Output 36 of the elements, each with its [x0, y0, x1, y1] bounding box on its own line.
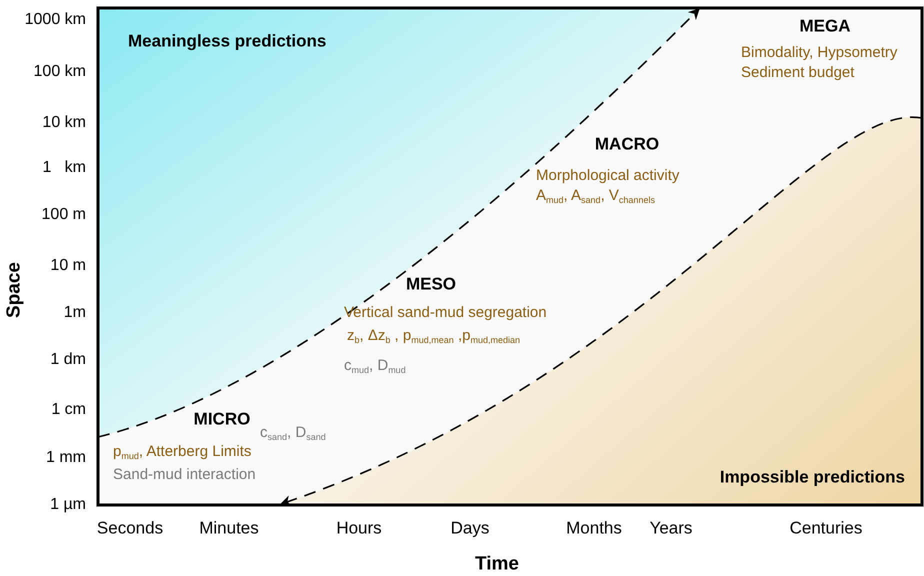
scale-heading: MESO	[406, 276, 456, 294]
axis-tick-label: 1m	[64, 304, 86, 322]
variable-text: p$_{mud}$, Atterberg Limits	[113, 444, 252, 462]
axis-tick-label: Months	[566, 520, 622, 538]
axis-tick-label: 1 km	[42, 159, 86, 177]
variable-text: z$_{b}$, Δz$_{b}$ , p$_{mud,mean}$ ,p$_{mud,median}$	[347, 328, 520, 346]
process-text: Bimodality, Hypsometry	[741, 44, 898, 62]
process-text: Sand-mud interaction	[113, 466, 256, 484]
axis-tick-label: 1 dm	[50, 351, 86, 369]
process-text: Morphological activity	[536, 168, 680, 184]
axis-tick-label: 1 cm	[51, 401, 86, 419]
axis-title: Time	[475, 554, 519, 576]
process-text: Vertical sand-mud segregation	[344, 304, 547, 322]
axis-tick-label: Centuries	[790, 520, 862, 538]
axis-tick-label: Seconds	[96, 520, 164, 538]
axis-tick-label: 100 km	[34, 63, 86, 81]
region-label: Impossible predictions	[720, 468, 905, 488]
axis-tick-label: 10 km	[42, 114, 86, 132]
axis-title: Space	[4, 262, 26, 318]
axis-tick-label: 1 mm	[46, 449, 86, 467]
scale-heading: MICRO	[194, 410, 250, 430]
axis-tick-label: 1 µm	[50, 496, 86, 514]
axis-tick-label: Years	[650, 520, 692, 538]
axis-tick-label: 1000 km	[24, 11, 86, 29]
axis-tick-label: Hours	[336, 520, 382, 538]
region-label: Meaningless predictions	[128, 32, 326, 52]
scale-heading: MACRO	[594, 136, 660, 154]
variable-text: c$_{mud}$, D$_{mud}$	[344, 358, 406, 376]
scale-heading: MEGA	[800, 18, 850, 36]
axis-tick-label: Minutes	[199, 520, 259, 538]
axis-tick-label: 10 m	[50, 257, 86, 275]
axis-tick-label: Days	[450, 520, 490, 538]
variable-text: c$_{sand}$, D$_{sand}$	[260, 425, 326, 443]
variable-text: A$_{mud}$, A$_{sand}$, V$_{channels}$	[536, 188, 655, 206]
process-text: Sediment budget	[741, 64, 854, 82]
axis-tick-label: 100 m	[42, 206, 86, 224]
